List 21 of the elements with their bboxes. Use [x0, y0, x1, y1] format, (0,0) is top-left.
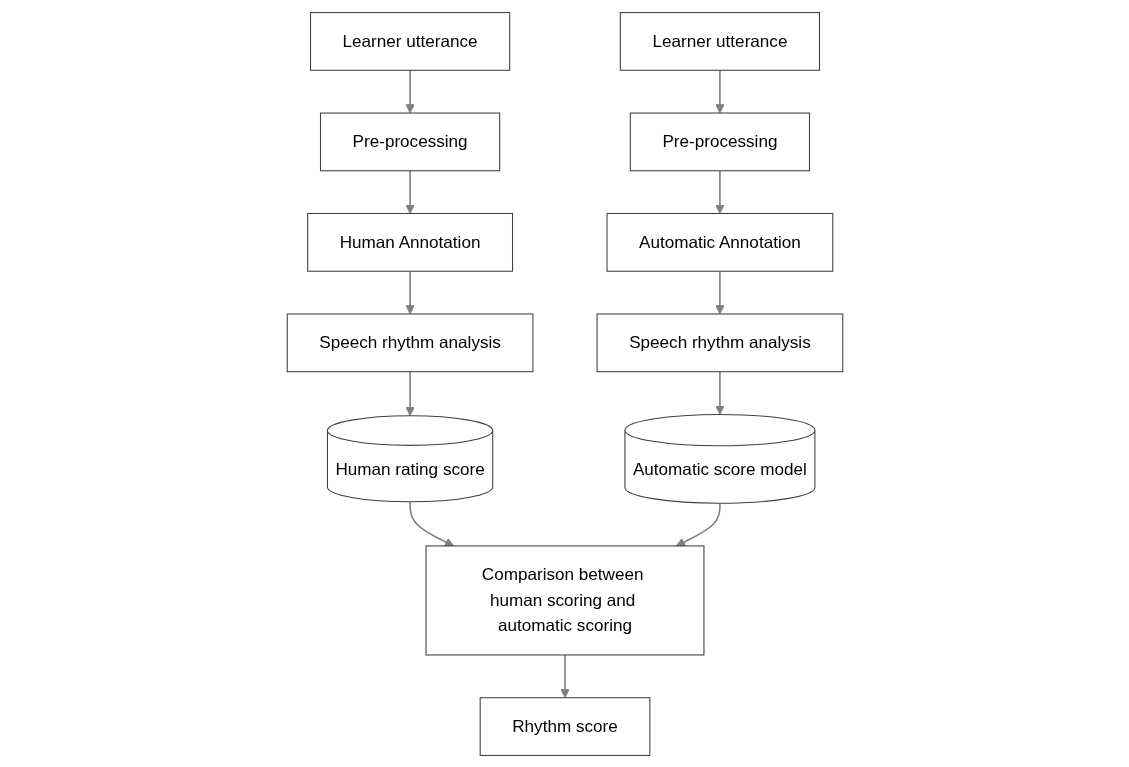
arrow	[675, 501, 721, 546]
node-box: Automatic Annotation	[606, 212, 833, 272]
arrow	[404, 68, 415, 113]
node-box: Comparison between human scoring and automatic scoring	[425, 544, 704, 655]
arrow	[404, 269, 415, 314]
arrow	[408, 500, 454, 546]
node-box: Learner utterance	[619, 11, 820, 71]
arrow	[714, 169, 725, 214]
node-box: Speech rhythm analysis	[596, 312, 843, 372]
arrow	[714, 269, 725, 314]
arrow	[404, 169, 415, 214]
arrow	[714, 370, 725, 415]
node-box: Pre-processing	[629, 112, 810, 171]
arrow	[714, 68, 725, 113]
arrow	[559, 653, 570, 698]
node-box: Speech rhythm analysis	[286, 312, 533, 372]
node-box: Rhythm score	[479, 696, 650, 756]
node-box: Pre-processing	[319, 112, 500, 171]
arrow	[404, 370, 415, 416]
node-box: Learner utterance	[309, 11, 510, 71]
node-box: Human Annotation	[306, 212, 513, 272]
